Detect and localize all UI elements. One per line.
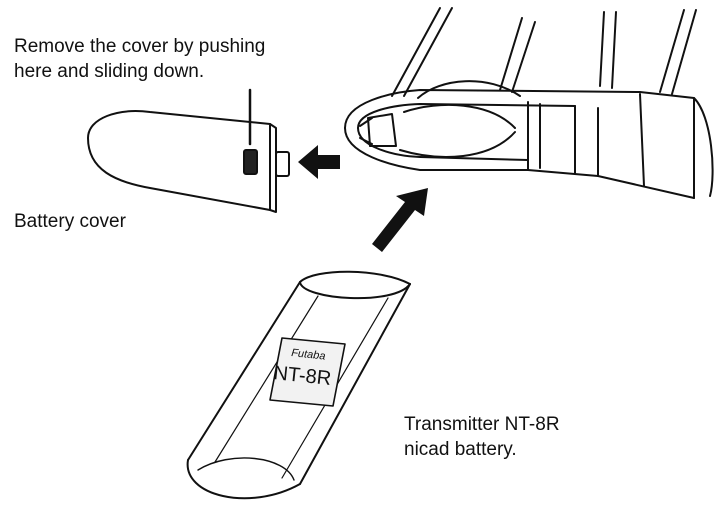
- battery-cover: [87, 88, 290, 213]
- battery-label-line-1: Transmitter NT-8R: [404, 414, 560, 435]
- cover-removal-instruction: Remove the cover by pushing here and sli…: [14, 34, 265, 84]
- slide-off-arrow: [298, 145, 340, 179]
- battery-label: Transmitter NT-8R nicad battery.: [404, 412, 560, 462]
- battery-label-line-2: nicad battery.: [404, 439, 517, 460]
- battery-cover-label: Battery cover: [14, 211, 126, 232]
- insert-arrow: [372, 188, 428, 252]
- instruction-line-2: here and sliding down.: [14, 61, 205, 82]
- sticker-brand: Futaba: [291, 347, 326, 363]
- transmitter-body: [344, 7, 714, 199]
- instruction-line-1: Remove the cover by pushing: [14, 36, 266, 57]
- battery-sticker: Futaba NT-8R: [269, 337, 346, 407]
